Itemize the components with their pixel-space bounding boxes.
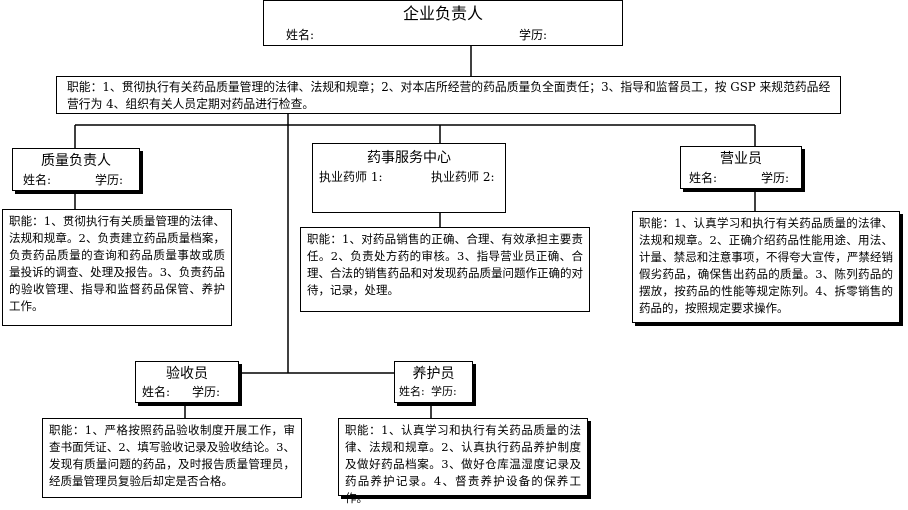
maintainer-duty-text: 职能：1、认真学习和执行有关药品质量的法律、法规和规章。2、认真执行药品养护制度… — [345, 423, 581, 505]
sales-clerk-edu-label: 学历: — [761, 171, 790, 185]
maintainer-box: 养护员 姓名: 学历: — [394, 361, 473, 403]
inspector-title: 验收员 — [166, 366, 208, 382]
inspector-box: 验收员 姓名: 学历: — [135, 361, 239, 403]
enterprise-head-title: 企业负责人 — [402, 4, 483, 23]
inspector-duty-text: 职能：1、严格按照药品验收制度开展工作，审查书面凭证、2、填写验收记录及验收结论… — [49, 423, 295, 488]
pharmacy-center-duty-text: 职能：1、对药品销售的正确、合理、有效承担主要责任。2、负责处方药的审核。3、指… — [307, 232, 583, 297]
sales-clerk-duty-text: 职能：1、认真学习和执行有关药品质量的法律、法规和规章。2、正确介绍药品性能用途… — [639, 216, 893, 315]
maintainer-edu-label: 学历: — [431, 385, 457, 398]
quality-head-edu-label: 学历: — [95, 173, 124, 187]
sales-clerk-box: 营业员 姓名: 学历: — [680, 146, 802, 189]
quality-head-name-label: 姓名: — [23, 173, 52, 187]
enterprise-head-box: 企业负责人 姓名: 学历: — [263, 0, 623, 46]
inspector-name-label: 姓名: — [142, 385, 171, 399]
inspector-duty-box: 职能：1、严格按照药品验收制度开展工作，审查书面凭证、2、填写验收记录及验收结论… — [42, 418, 302, 498]
quality-head-box: 质量负责人 姓名: 学历: — [12, 148, 140, 191]
enterprise-head-edu-label: 学历: — [519, 28, 548, 42]
sales-clerk-title: 营业员 — [720, 151, 762, 167]
enterprise-head-duty-text: 职能：1、贯彻执行有关药品质量管理的法律、法规和规章；2、对本店所经营的药品质量… — [67, 80, 831, 111]
maintainer-name-label: 姓名: — [399, 385, 425, 398]
pharmacy-center-title: 药事服务中心 — [367, 150, 451, 166]
pharmacy-center-duty-box: 职能：1、对药品销售的正确、合理、有效承担主要责任。2、负责处方药的审核。3、指… — [300, 227, 590, 312]
pharmacist-1-label: 执业药师 1: — [319, 170, 383, 184]
sales-clerk-duty-box: 职能：1、认真学习和执行有关药品质量的法律、法规和规章。2、正确介绍药品性能用途… — [632, 211, 900, 323]
quality-head-duty-box: 职能：1、贯彻执行有关质量管理的法律、法规和规章。2、负责建立药品质量档案，负责… — [2, 209, 232, 326]
maintainer-duty-box: 职能：1、认真学习和执行有关药品质量的法律、法规和规章。2、认真执行药品养护制度… — [338, 418, 588, 505]
inspector-edu-label: 学历: — [192, 385, 221, 399]
enterprise-head-duty-box: 职能：1、贯彻执行有关药品质量管理的法律、法规和规章；2、对本店所经营的药品质量… — [56, 76, 841, 114]
pharmacist-2-label: 执业药师 2: — [431, 170, 495, 184]
enterprise-head-name-label: 姓名: — [286, 28, 315, 42]
maintainer-title: 养护员 — [412, 366, 455, 382]
quality-head-duty-text: 职能：1、贯彻执行有关质量管理的法律、法规和规章。2、负责建立药品质量档案，负责… — [9, 214, 225, 313]
sales-clerk-name-label: 姓名: — [689, 171, 718, 185]
quality-head-title: 质量负责人 — [41, 153, 111, 169]
pharmacy-center-box: 药事服务中心 执业药师 1: 执业药师 2: — [312, 143, 506, 213]
